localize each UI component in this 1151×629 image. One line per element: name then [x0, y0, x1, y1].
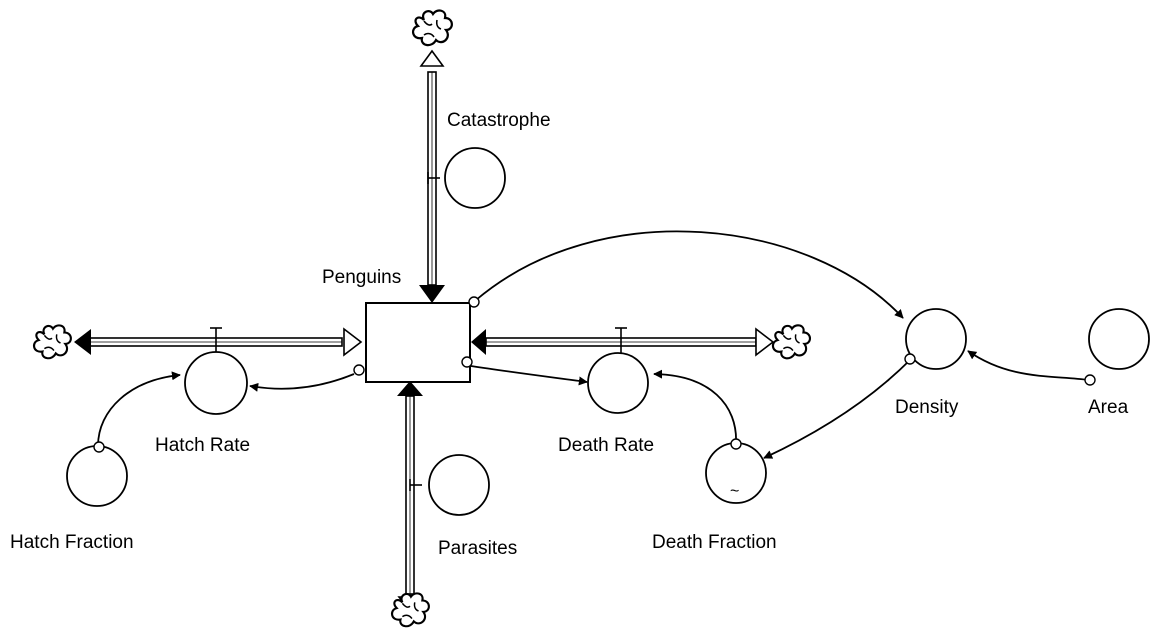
- death-rate-stock-arrow-icon: [471, 329, 486, 355]
- parasites-inflow-arrow-icon: [397, 381, 423, 396]
- connector-origin-dot: [468, 296, 480, 308]
- connector-penguins-to-density: [475, 230, 904, 319]
- death-fraction-label: Death Fraction: [652, 532, 777, 553]
- death-rate-sink-cloud-icon: [771, 324, 812, 360]
- parasites-valve-icon: [409, 479, 422, 491]
- area-label: Area: [1088, 397, 1129, 418]
- penguins-stock[interactable]: [365, 302, 471, 383]
- hatch-rate-valve-icon: [210, 327, 222, 354]
- catastrophe-inflow-arrow-icon: [419, 285, 445, 303]
- connector-origin-dot: [461, 356, 473, 368]
- connector-penguins-to-hatch-rate: [249, 373, 355, 392]
- hatch-rate-circle[interactable]: [184, 351, 248, 415]
- hatch-rate-label: Hatch Rate: [155, 435, 250, 456]
- area-converter[interactable]: [1088, 308, 1150, 370]
- catastrophe-outflow-arrow-icon: [419, 49, 445, 67]
- death-rate-outflow-arrow-icon: [755, 327, 775, 357]
- hatch-fraction-converter[interactable]: [66, 445, 128, 507]
- density-label: Density: [895, 397, 959, 418]
- hatch-fraction-label: Hatch Fraction: [10, 532, 134, 553]
- connector-hatch-fraction-to-hatch-rate: [97, 371, 181, 447]
- death-rate-label: Death Rate: [558, 435, 654, 456]
- graphical-function-tilde: ~: [730, 483, 739, 500]
- catastrophe-flow-pipe[interactable]: [419, 49, 445, 303]
- connector-origin-dot: [353, 364, 365, 376]
- connector-penguins-to-death-rate: [470, 365, 588, 386]
- parasites-flow-pipe[interactable]: [397, 381, 423, 613]
- connector-origin-dot: [904, 353, 916, 365]
- catastrophe-sink-cloud-icon: [411, 9, 453, 47]
- catastrophe-valve-icon: [427, 172, 440, 184]
- connector-area-to-density: [967, 350, 1090, 381]
- connector-origin-dot: [730, 438, 742, 450]
- connector-origin-dot: [1084, 374, 1096, 386]
- density-converter[interactable]: [905, 308, 967, 370]
- hatch-rate-flow-pipe[interactable]: [74, 327, 363, 357]
- catastrophe-label: Catastrophe: [447, 110, 551, 131]
- catastrophe-rate-circle[interactable]: [444, 147, 506, 209]
- parasites-sink-cloud-icon: [390, 592, 430, 628]
- parasites-rate-circle[interactable]: [428, 454, 490, 516]
- death-rate-flow-pipe[interactable]: [471, 327, 775, 357]
- death-rate-valve-icon: [615, 327, 627, 353]
- connector-death-fraction-to-death-rate: [653, 369, 737, 445]
- hatch-rate-left-arrow-icon: [74, 329, 91, 355]
- connector-origin-dot: [93, 441, 105, 453]
- hatch-rate-source-cloud-icon: [32, 324, 72, 360]
- death-rate-circle[interactable]: [587, 352, 649, 414]
- connector-density-to-death-fraction: [763, 359, 911, 459]
- parasites-label: Parasites: [438, 538, 517, 559]
- penguins-stock-label: Penguins: [322, 267, 401, 288]
- hatch-rate-inflow-arrow-icon: [343, 327, 363, 357]
